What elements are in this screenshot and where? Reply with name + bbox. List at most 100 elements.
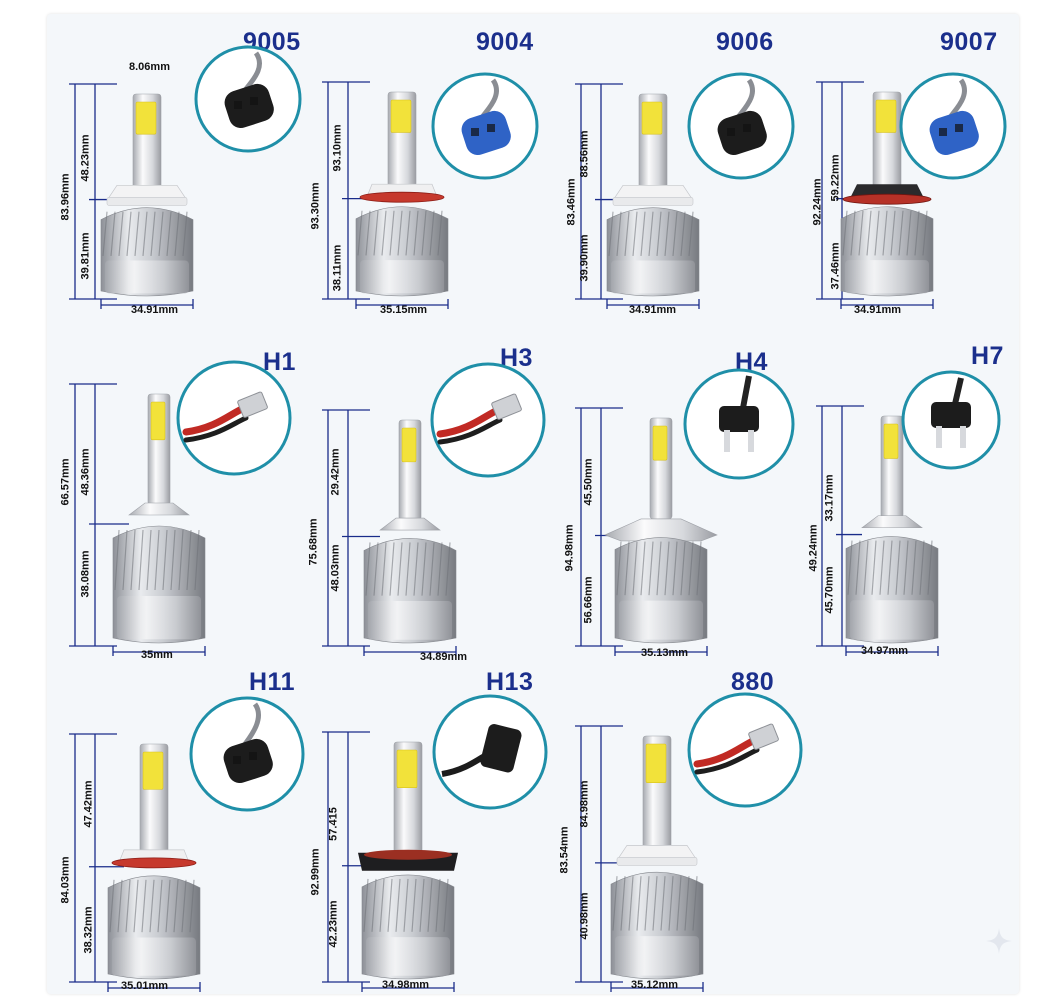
- heatsink-fin: [648, 211, 654, 256]
- bulb-title: H7: [971, 342, 1004, 370]
- heatsink-fin: [365, 210, 371, 256]
- bulb-cell-9004: 9004 93.30mm 93.10mm 38.11mm 35.15mm: [300, 14, 550, 324]
- heatsink-fin: [684, 876, 690, 931]
- heatsink-fin: [898, 210, 904, 256]
- heatsink-fin: [110, 211, 116, 256]
- connector-plug: [480, 724, 522, 773]
- heatsink-fin: [182, 211, 188, 256]
- bulb-collar-ring: [106, 197, 188, 206]
- heatsink-fin: [612, 876, 618, 931]
- top-width-label: 8.06mm: [129, 61, 170, 73]
- heatsink-fin: [874, 210, 880, 256]
- heatsink-fin: [640, 211, 646, 256]
- heatsink-fin: [858, 210, 864, 256]
- upper-height-label: 29.42mm: [329, 448, 342, 496]
- base-width-label: 34.89mm: [420, 651, 468, 663]
- fan-housing: [615, 936, 699, 976]
- connector-pin: [743, 124, 751, 132]
- fan-housing: [611, 260, 695, 294]
- total-height-label: 75.68mm: [307, 518, 320, 566]
- heatsink-fin: [405, 210, 411, 256]
- heatsink-fin: [117, 879, 123, 933]
- heatsink-fin: [397, 542, 403, 596]
- heatsink-fin: [919, 540, 925, 595]
- dimension-lines: [575, 725, 704, 992]
- bulb-collar: [851, 184, 923, 197]
- upper-height-label: 33.17mm: [823, 474, 836, 522]
- bulb-cell-h13: H13 92.99mm 57.415 42.23mm 34.98mm: [300, 654, 550, 994]
- heatsink-fin: [652, 876, 658, 931]
- bulb-oring: [842, 193, 932, 205]
- connector-pin: [487, 124, 495, 132]
- heatsink: [606, 207, 700, 297]
- heatsink-fin: [620, 876, 626, 931]
- heatsink-fin: [624, 541, 630, 596]
- heatsink-fin: [847, 540, 853, 595]
- upper-height-label: 47.42mm: [82, 780, 95, 828]
- heatsink-fin: [628, 876, 634, 931]
- heatsink-fin: [676, 876, 682, 931]
- heatsink-fin: [397, 210, 403, 256]
- bulb-collar: [108, 184, 186, 198]
- heatsink: [840, 206, 934, 297]
- connector-pin: [249, 752, 257, 760]
- connector-plug: [931, 402, 971, 428]
- bulb-drawing: [816, 72, 1007, 309]
- connector-circle: [176, 360, 292, 476]
- cob-chip: [875, 99, 897, 133]
- total-height-label: 83.54mm: [558, 826, 571, 874]
- heatsink-fin: [688, 541, 694, 596]
- heatsink: [845, 536, 939, 644]
- bulb-cell-h7: H7 49.24mm 33.17mm 45.70mm 34.97mm: [794, 332, 1019, 657]
- cob-chip: [652, 425, 668, 461]
- heatsink-fin: [186, 529, 192, 591]
- cob-chip: [883, 423, 899, 459]
- connector-pin: [250, 97, 258, 105]
- upper-height-label: 48.23mm: [79, 134, 92, 182]
- cob-chip: [396, 749, 418, 788]
- dimension-lines: [816, 405, 939, 656]
- heatsink-fin: [437, 542, 443, 596]
- bulb-drawing: [575, 72, 795, 309]
- connector-detail: [687, 692, 803, 808]
- heatsink-fin: [126, 211, 132, 256]
- heatsink-fin: [608, 211, 614, 256]
- lower-height-label: 38.08mm: [79, 550, 92, 598]
- fan-housing: [117, 596, 201, 640]
- heatsink: [112, 525, 206, 644]
- heatsink-fin: [871, 540, 877, 595]
- connector-plug: [224, 83, 274, 129]
- bulb-drawing: [322, 362, 546, 656]
- heatsink-fin: [134, 211, 140, 256]
- bulb-oring: [111, 857, 197, 869]
- bulb-drawing: [816, 370, 1001, 656]
- heatsink-fin: [914, 210, 920, 256]
- heatsink-fin: [389, 542, 395, 596]
- heatsink-fin: [887, 540, 893, 595]
- total-height-label: 94.98mm: [563, 524, 576, 572]
- connector-plug: [717, 110, 767, 156]
- heatsink-fin: [664, 541, 670, 596]
- heatsink-fin: [102, 211, 108, 256]
- upper-height-label: 48.36mm: [79, 448, 92, 496]
- connector-plug: [461, 110, 511, 156]
- heatsink-fin: [895, 540, 901, 595]
- bulb-title: 9006: [716, 28, 774, 56]
- fan-housing: [360, 260, 444, 294]
- connector-detail: [176, 360, 292, 476]
- heatsink-fin: [125, 879, 131, 933]
- heatsink-fin: [181, 879, 187, 933]
- heatsink-fin: [842, 210, 848, 256]
- lower-height-label: 37.46mm: [829, 242, 842, 290]
- dimension-lines: [69, 83, 194, 309]
- heatsink-fin: [632, 541, 638, 596]
- connector-wire: [437, 417, 503, 445]
- heatsink-fin: [616, 211, 622, 256]
- lower-height-label: 48.03mm: [329, 544, 342, 592]
- heatsink-fin: [122, 529, 128, 591]
- heatsink-fin: [445, 542, 451, 596]
- heatsink-fin: [405, 542, 411, 596]
- lower-height-label: 45.70mm: [823, 566, 836, 614]
- heatsink-fin: [632, 211, 638, 256]
- heatsink-fin: [138, 529, 144, 591]
